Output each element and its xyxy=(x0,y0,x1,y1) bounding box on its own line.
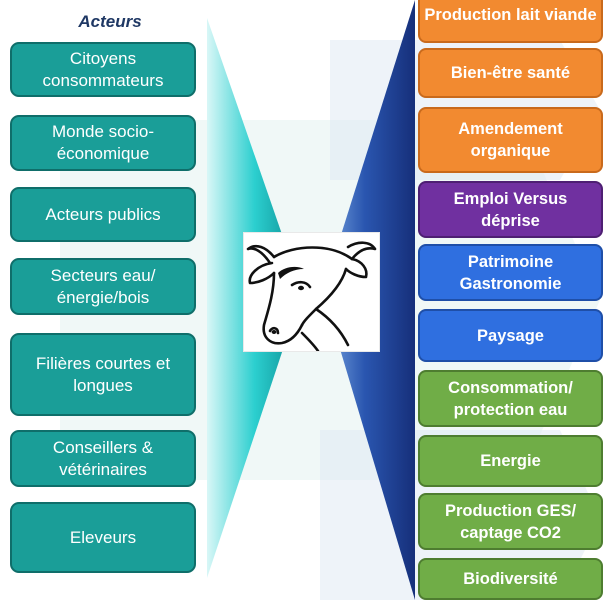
benefit-box: Consommation/ protection eau xyxy=(418,370,603,427)
actor-box: Conseillers & vétérinaires xyxy=(10,430,196,487)
benefit-label: Paysage xyxy=(477,326,544,345)
actor-box: Secteurs eau/ énergie/bois xyxy=(10,258,196,315)
benefit-box: Paysage xyxy=(418,309,603,362)
benefit-box: Bien-être santé xyxy=(418,48,603,98)
actor-label: Conseillers & vétérinaires xyxy=(52,437,154,479)
cow-image xyxy=(244,233,379,353)
benefit-box: Biodiversité xyxy=(418,558,603,600)
cow-head-icon xyxy=(246,241,377,353)
benefit-box: Production lait viande xyxy=(418,0,603,43)
actor-box: Monde socio-économique xyxy=(10,115,196,171)
actor-label: Acteurs publics xyxy=(45,204,161,224)
actor-label: Eleveurs xyxy=(69,527,137,547)
actor-label: Filières courtes et longues xyxy=(35,353,171,395)
benefit-box: Energie xyxy=(418,435,603,487)
actor-label: Monde socio-économique xyxy=(51,122,155,163)
actor-box: Acteurs publics xyxy=(10,187,196,242)
actor-box: Citoyens consommateurs xyxy=(10,42,196,97)
benefit-label: Amendement organique xyxy=(458,120,563,160)
benefit-label: Production lait viande xyxy=(424,5,597,24)
actors-title: Acteurs xyxy=(78,12,142,31)
benefit-box: Production GES/ captage CO2 xyxy=(418,493,603,550)
benefit-label: Emploi Versus déprise xyxy=(453,189,568,230)
benefit-box: Amendement organique xyxy=(418,107,603,173)
benefit-label: Consommation/ protection eau xyxy=(448,378,573,419)
benefit-label: Energie xyxy=(480,452,541,470)
actor-label: Citoyens consommateurs xyxy=(42,48,164,90)
benefit-label: Bien-être santé xyxy=(450,64,571,82)
benefit-label: Production GES/ captage CO2 xyxy=(444,501,577,542)
benefit-box: Emploi Versus déprise xyxy=(418,181,603,238)
benefit-label: Patrimoine Gastronomie xyxy=(459,252,562,293)
actor-box: Eleveurs xyxy=(10,502,196,573)
actor-box: Filières courtes et longues xyxy=(10,333,196,416)
benefit-box: Patrimoine Gastronomie xyxy=(418,244,603,301)
benefit-label: Biodiversité xyxy=(463,570,558,588)
actor-label: Secteurs eau/ énergie/bois xyxy=(50,265,156,307)
